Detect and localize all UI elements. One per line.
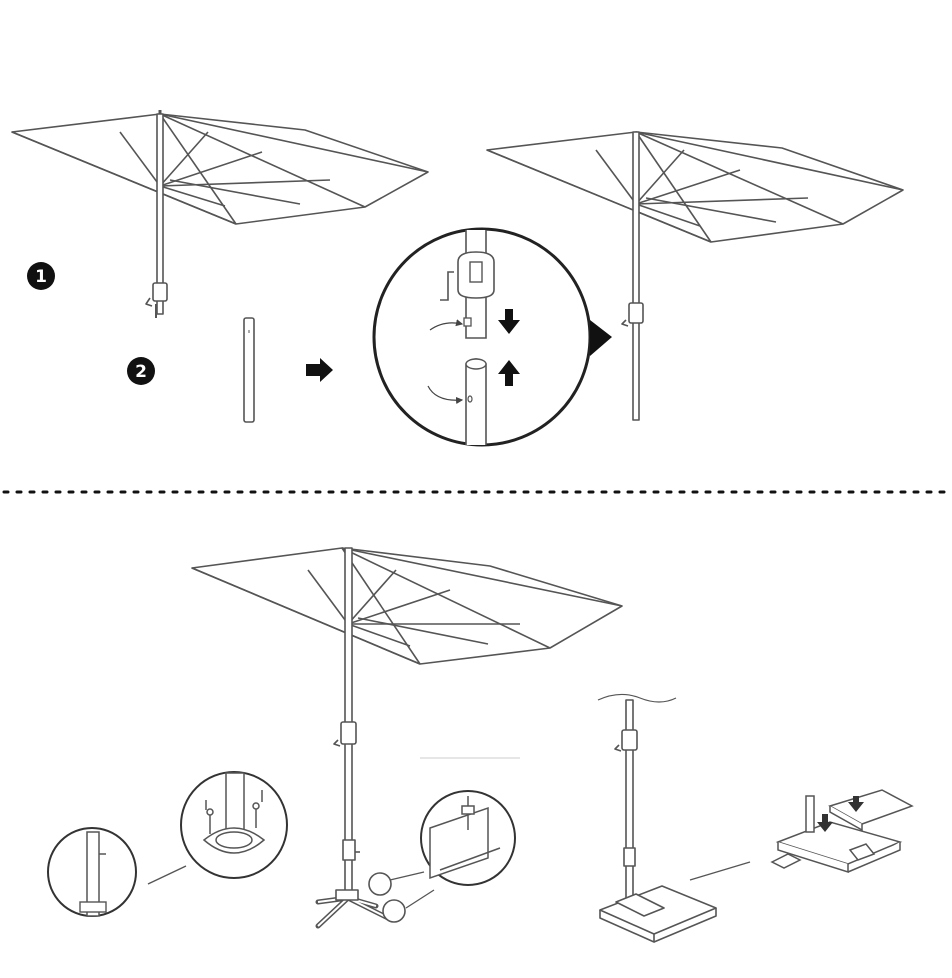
detail-pole-foot bbox=[47, 827, 187, 917]
umbrella-top-left bbox=[11, 110, 429, 318]
right-arrow-icon bbox=[306, 358, 333, 382]
umbrella-top-right bbox=[486, 131, 904, 421]
step-1-badge: 1 bbox=[27, 262, 55, 290]
umbrella-weight-base bbox=[597, 693, 751, 943]
down-arrow-icon bbox=[817, 814, 833, 832]
step-2-badge: 2 bbox=[127, 357, 155, 385]
up-arrow-icon bbox=[498, 360, 520, 386]
detail-weight-plates bbox=[770, 789, 914, 874]
pole-joint-detail bbox=[372, 227, 592, 447]
down-arrow-icon bbox=[848, 796, 864, 812]
detail-base-clamp bbox=[389, 790, 516, 909]
step-2-number: 2 bbox=[135, 362, 147, 382]
triangle-pointer-icon bbox=[590, 320, 612, 356]
down-arrow-icon bbox=[498, 309, 520, 334]
detail-base-bolts bbox=[180, 771, 288, 879]
step-1-number: 1 bbox=[35, 267, 47, 287]
lower-pole-section bbox=[243, 317, 255, 423]
umbrella-bottom-cross-base bbox=[191, 547, 623, 929]
